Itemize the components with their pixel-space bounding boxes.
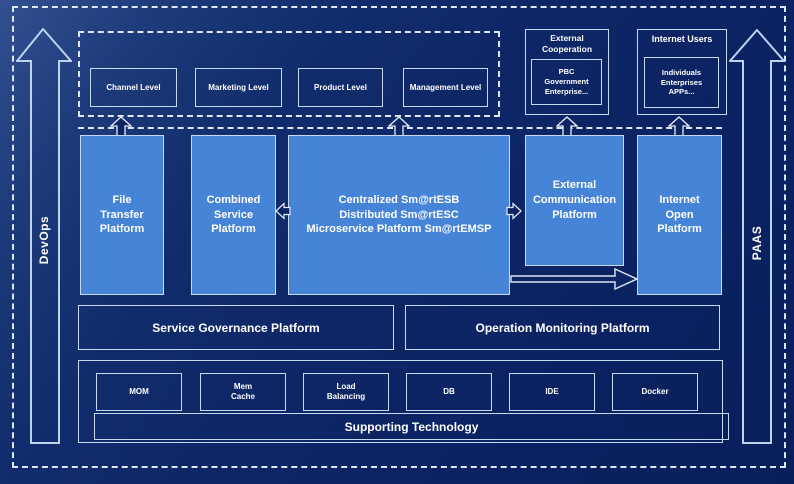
tech-label: MOM (129, 386, 149, 396)
external-cooperation-title: External Cooperation (541, 33, 593, 54)
devops-arrow (16, 28, 72, 444)
levels-container (78, 31, 500, 117)
tech-label: Mem Cache (230, 381, 255, 401)
esb-line-1: Centralized Sm@rtESB (338, 193, 460, 206)
platform-esb: Centralized Sm@rtESB Distributed Sm@rtES… (288, 135, 510, 295)
level-label: Marketing Level (208, 83, 269, 92)
supporting-tech-container (78, 360, 723, 443)
platform-label: Combined Service Platform (206, 193, 261, 236)
platform-label: Centralized Sm@rtESB Distributed Sm@rtES… (307, 193, 492, 238)
flow-arrow-right (506, 202, 522, 220)
platform-label: External Communication Platform (532, 179, 617, 221)
tech-box-load-balancing: Load Balancing (303, 373, 389, 411)
level-label: Channel Level (106, 83, 161, 92)
paas-arrow (729, 29, 785, 444)
external-cooperation-box: External Cooperation PBC Government Ente… (525, 29, 609, 115)
platform-label: Internet Open Platform (657, 193, 702, 236)
platform-combined-service: Combined Service Platform (191, 135, 276, 295)
tech-box-mom: MOM (96, 373, 182, 411)
level-label: Product Level (314, 83, 367, 92)
governance-label: Service Governance Platform (152, 320, 320, 335)
tech-label: Load Balancing (326, 381, 366, 401)
supporting-technology-bar: Supporting Technology (94, 413, 729, 440)
platform-external-communication: External Communication Platform (525, 135, 624, 266)
tech-box-ide: IDE (509, 373, 595, 411)
level-box-product: Product Level (298, 68, 383, 107)
tech-label: DB (443, 386, 455, 396)
tech-box-docker: Docker (612, 373, 698, 411)
esb-line-2: Distributed Sm@rtESC (339, 208, 459, 221)
level-box-management: Management Level (403, 68, 488, 107)
flow-arrow-esb-to-internet-open (510, 268, 638, 290)
platform-internet-open: Internet Open Platform (637, 135, 722, 295)
flow-arrow-left (275, 202, 291, 220)
level-label: Management Level (409, 83, 482, 92)
operation-monitoring-box: Operation Monitoring Platform (405, 305, 720, 350)
tech-box-db: DB (406, 373, 492, 411)
outer-dashed-border (12, 6, 786, 468)
platform-file-transfer: File Transfer Platform (80, 135, 164, 295)
tech-label: Docker (641, 386, 669, 396)
esb-line-3: Microservice Platform Sm@rtEMSP (306, 223, 492, 236)
members-label: PBC Government Enterprise... (544, 67, 589, 96)
level-box-marketing: Marketing Level (195, 68, 282, 107)
tech-label: IDE (545, 386, 559, 396)
platform-label: File Transfer Platform (99, 193, 145, 236)
internet-users-members: Individuals Enterprises APPs... (644, 57, 719, 108)
level-box-channel: Channel Level (90, 68, 177, 107)
members-label: Individuals Enterprises APPs... (660, 67, 703, 97)
tech-box-mem-cache: Mem Cache (200, 373, 286, 411)
internet-users-title: Internet Users (651, 34, 713, 44)
internet-users-box: Internet Users Individuals Enterprises A… (637, 29, 727, 115)
supporting-technology-label: Supporting Technology (344, 419, 479, 434)
service-governance-box: Service Governance Platform (78, 305, 394, 350)
governance-label: Operation Monitoring Platform (475, 320, 650, 335)
external-cooperation-members: PBC Government Enterprise... (531, 59, 602, 105)
